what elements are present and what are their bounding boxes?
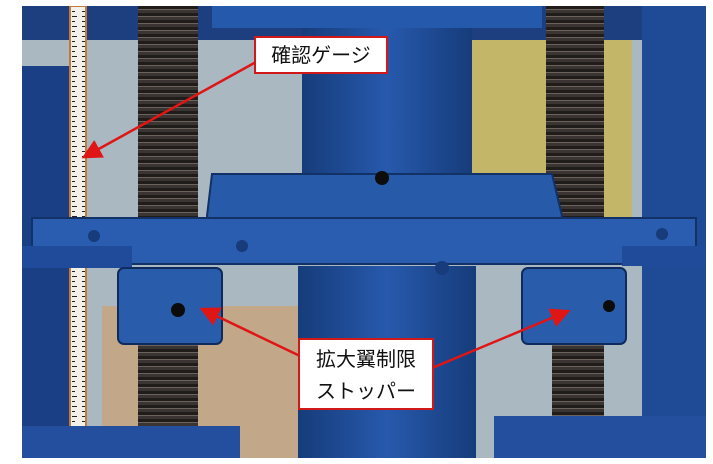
left-base [22, 426, 240, 458]
left-stopper-collar [117, 267, 223, 345]
central-column [302, 6, 472, 196]
left-threaded-rod-upper [138, 6, 198, 236]
right-base [494, 416, 706, 458]
callout-stopper: 拡大翼制限 ストッパー [298, 338, 434, 410]
cross-beam [31, 217, 697, 265]
callout-stopper-line1: 拡大翼制限 [316, 347, 416, 371]
left-threaded-rod-lower [138, 336, 198, 436]
right-threaded-rod-lower [552, 336, 604, 421]
callout-check-gauge-text: 確認ゲージ [271, 43, 371, 67]
callout-stopper-line2: ストッパー [316, 379, 416, 403]
callout-check-gauge: 確認ゲージ [254, 36, 388, 74]
